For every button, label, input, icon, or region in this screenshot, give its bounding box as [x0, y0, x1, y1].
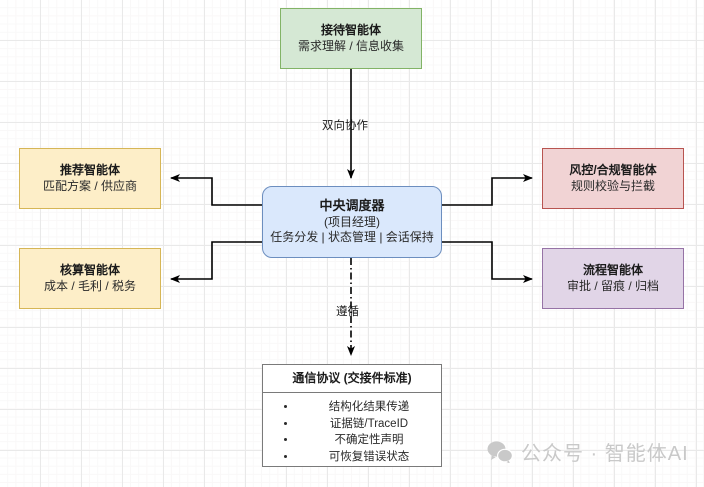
- node-process-agent[interactable]: 流程智能体 审批 / 留痕 / 归档: [542, 248, 684, 309]
- node-recommend-agent[interactable]: 推荐智能体 匹配方案 / 供应商: [19, 148, 161, 209]
- node-reception-agent[interactable]: 接待智能体 需求理解 / 信息收集: [280, 8, 422, 69]
- node-reception-title: 接待智能体: [320, 23, 381, 38]
- node-process-title: 流程智能体: [582, 263, 643, 278]
- edge-label-bidirectional: 双向协作: [322, 120, 368, 132]
- list-item: 证据链/TraceID: [297, 416, 441, 433]
- node-process-subtitle: 审批 / 留痕 / 归档: [566, 278, 659, 293]
- watermark-text: 公众号 · 智能体AI: [521, 443, 689, 465]
- node-protocol-title: 通信协议 (交接件标准): [263, 365, 441, 393]
- node-dispatcher-subtitle2: 任务分发 | 状态管理 | 会话保持: [270, 230, 434, 245]
- node-reception-subtitle: 需求理解 / 信息收集: [297, 38, 404, 53]
- node-accounting-agent[interactable]: 核算智能体 成本 / 毛利 / 税务: [19, 248, 161, 309]
- node-recommend-title: 推荐智能体: [59, 163, 120, 178]
- edge-label-follow: 遵循: [336, 306, 359, 318]
- node-dispatcher-title: 中央调度器: [319, 198, 385, 214]
- node-communication-protocol[interactable]: 通信协议 (交接件标准) 结构化结果传递 证据链/TraceID 不确定性声明 …: [262, 364, 442, 467]
- node-accounting-title: 核算智能体: [59, 263, 120, 278]
- list-item: 结构化结果传递: [297, 399, 441, 416]
- node-dispatcher-subtitle: (项目经理): [324, 214, 380, 229]
- list-item: 不确定性声明: [297, 432, 441, 449]
- node-central-dispatcher[interactable]: 中央调度器 (项目经理) 任务分发 | 状态管理 | 会话保持: [262, 186, 442, 258]
- node-risk-subtitle: 规则校验与拦截: [570, 178, 655, 193]
- edge-dispatcher-risk: [442, 174, 533, 206]
- edge-dispatcher-process: [442, 241, 533, 283]
- node-risk-title: 风控/合规智能体: [569, 163, 657, 178]
- node-recommend-subtitle: 匹配方案 / 供应商: [42, 178, 137, 193]
- list-item: 可恢复错误状态: [297, 449, 441, 466]
- node-accounting-subtitle: 成本 / 毛利 / 税务: [43, 278, 136, 293]
- node-risk-compliance-agent[interactable]: 风控/合规智能体 规则校验与拦截: [542, 148, 684, 209]
- node-protocol-list: 结构化结果传递 证据链/TraceID 不确定性声明 可恢复错误状态: [263, 399, 441, 466]
- edge-dispatcher-recommend: [170, 174, 262, 206]
- wechat-icon: [487, 440, 513, 463]
- watermark: 公众号 · 智能体AI: [487, 437, 689, 466]
- edge-dispatcher-accounting: [170, 241, 262, 283]
